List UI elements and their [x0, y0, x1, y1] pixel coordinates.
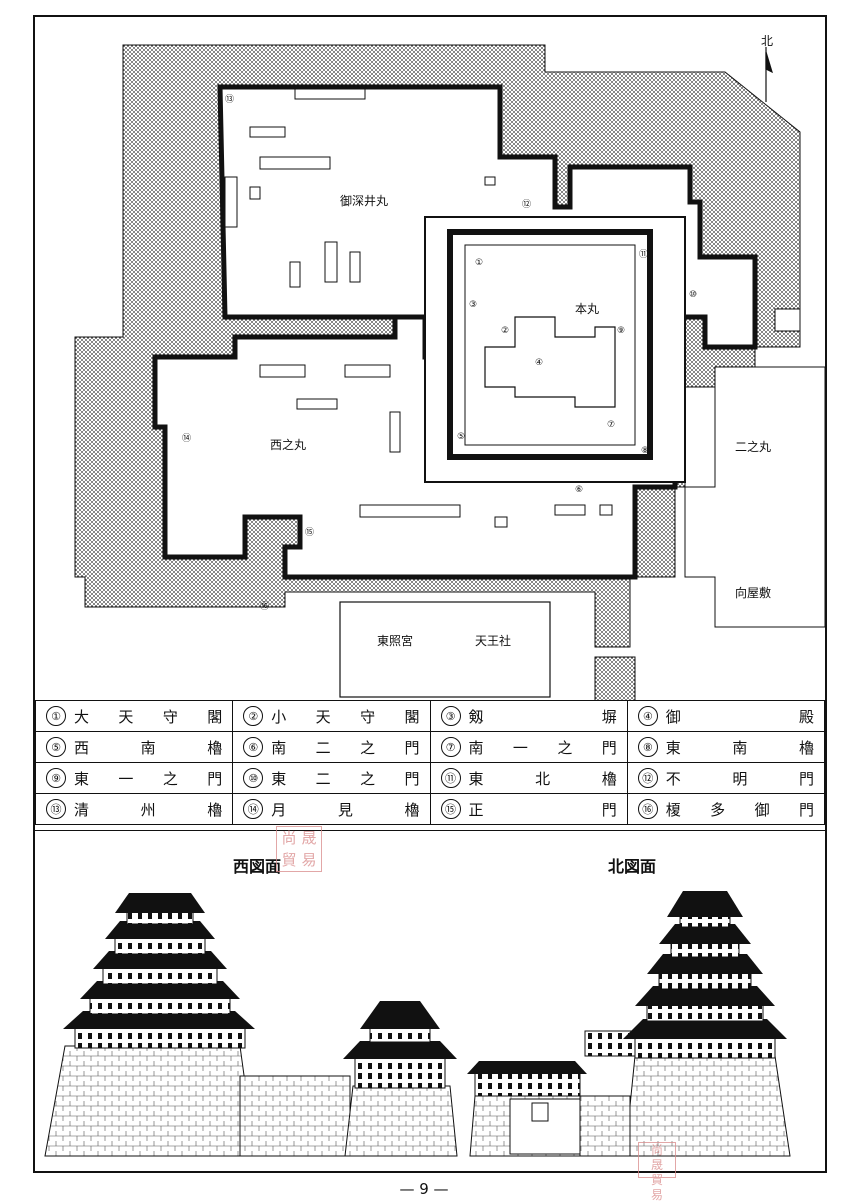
legend-number: ⑥ [243, 737, 264, 757]
legend-name: 御殿 [665, 707, 814, 726]
label-tennosha: 天王社 [475, 633, 511, 648]
legend-name: 剱塀 [468, 707, 617, 726]
label-nishinomaru: 西之丸 [270, 438, 306, 452]
legend-cell: ⑭ 月見櫓 [232, 793, 431, 825]
marker-13: ⑬ [225, 94, 234, 105]
marker-4: ④ [535, 358, 543, 368]
legend-cell: ① 大天守閣 [34, 700, 234, 732]
legend-cell: ⑩ 東二之門 [232, 762, 431, 794]
seal-stamp: 尚晟貿易 [276, 826, 322, 872]
legend-number: ① [46, 706, 66, 726]
legend-name: 小天守閣 [271, 707, 420, 726]
legend-cell: ⑫ 不明門 [626, 762, 826, 794]
marker-11: ⑪ [639, 249, 648, 260]
legend-number: ⑦ [440, 737, 461, 757]
label-ninomaru: 二之丸 [735, 440, 771, 454]
marker-12: ⑫ [522, 199, 531, 210]
north-elevation-drawing [467, 891, 791, 1157]
legend-number: ⑬ [46, 799, 66, 819]
castle-site-plan: 北 御深井丸 本丸 西之丸 二之丸 向屋敷 東照宮 天王社 ① ② ③ ④ ⑤ … [35, 17, 825, 701]
legend-name: 東二之門 [271, 769, 420, 788]
marker-6: ⑥ [575, 485, 583, 495]
legend-name: 西南櫓 [74, 738, 223, 757]
seal-stamp-small: 尚晟貿易 [638, 1142, 676, 1202]
palace-outline [484, 316, 616, 408]
label-toshogu: 東照宮 [377, 633, 413, 648]
legend-name: 正門 [468, 800, 617, 819]
legend-cell: ④ 御殿 [626, 700, 826, 732]
marker-14: ⑭ [182, 433, 191, 444]
marker-1: ① [475, 258, 483, 268]
legend-number: ⑯ [637, 799, 658, 819]
label-ofukei-maru: 御深井丸 [340, 193, 388, 208]
legend-cell: ② 小天守閣 [232, 700, 431, 732]
legend-cell: ⑨ 東一之門 [34, 762, 234, 794]
ninomaru-outline [684, 366, 825, 628]
legend-number: ⑧ [637, 737, 658, 757]
legend-name: 不明門 [665, 769, 814, 788]
label-honmaru: 本丸 [575, 302, 599, 316]
marker-7: ⑦ [607, 420, 615, 430]
legend-number: ⑤ [46, 737, 66, 757]
legend-number: ③ [440, 706, 461, 726]
legend-cell: ⑪ 東北櫓 [429, 762, 628, 794]
marker-8: ⑧ [641, 446, 649, 456]
legend-cell: ⑤ 西南櫓 [34, 731, 234, 763]
legend-name: 東南櫓 [665, 738, 814, 757]
legend-number: ⑨ [46, 768, 66, 788]
legend-cell: ⑯ 榎多御門 [626, 793, 826, 825]
west-elevation-label: 西図面 [233, 857, 282, 876]
legend-row: ① 大天守閣 ② 小天守閣 ③ 剱塀 ④ 御殿 [34, 700, 826, 732]
marker-3: ③ [469, 300, 477, 310]
legend-row: ⑬ 清州櫓 ⑭ 月見櫓 ⑮ 正門 ⑯ 榎多御門 [34, 793, 826, 825]
legend-cell: ③ 剱塀 [429, 700, 628, 732]
label-mukouyashiki: 向屋敷 [735, 585, 771, 600]
legend-number: ⑭ [243, 799, 264, 819]
legend-cell: ⑮ 正門 [429, 793, 628, 825]
marker-2: ② [501, 326, 509, 336]
elevation-drawings: 西図面 北図面 [35, 830, 825, 1172]
legend-row: ⑨ 東一之門 ⑩ 東二之門 ⑪ 東北櫓 ⑫ 不明門 [34, 762, 826, 794]
legend-number: ⑪ [440, 768, 461, 788]
page-frame [33, 15, 827, 1173]
west-elevation-drawing [44, 893, 458, 1157]
legend-number: ⑫ [637, 768, 658, 788]
legend-name: 南二之門 [271, 738, 420, 757]
marker-9: ⑨ [617, 326, 625, 336]
north-elevation-label: 北図面 [608, 857, 657, 876]
legend-name: 月見櫓 [271, 800, 420, 819]
legend-cell: ⑧ 東南櫓 [626, 731, 826, 763]
legend-cell: ⑬ 清州櫓 [34, 793, 234, 825]
marker-15: ⑮ [305, 527, 314, 538]
legend-name: 南一之門 [468, 738, 617, 757]
legend-row: ⑤ 西南櫓 ⑥ 南二之門 ⑦ 南一之門 ⑧ 東南櫓 [34, 731, 826, 763]
legend-table: ① 大天守閣 ② 小天守閣 ③ 剱塀 ④ 御殿 ⑤ 西南櫓 ⑥ 南二之門 ⑦ 南一之門 ⑧ 東南櫓 ⑨ 東一之門 ⑩… [34, 700, 826, 825]
north-label: 北 [761, 34, 773, 48]
legend-number: ⑮ [440, 799, 461, 819]
legend-name: 東一之門 [74, 769, 223, 788]
legend-number: ⑩ [243, 768, 264, 788]
north-arrow [765, 47, 773, 102]
page-number: — 9 — [399, 1180, 449, 1198]
legend-name: 榎多御門 [665, 800, 814, 819]
legend-number: ④ [637, 706, 658, 726]
legend-cell: ⑦ 南一之門 [429, 731, 628, 763]
legend-number: ② [243, 706, 264, 726]
toshogu-area [339, 601, 551, 698]
legend-cell: ⑥ 南二之門 [232, 731, 431, 763]
marker-5: ⑤ [457, 432, 465, 442]
marker-10: ⑩ [689, 290, 697, 300]
map-markers: ① ② ③ ④ ⑤ ⑥ ⑦ ⑧ ⑨ ⑩ ⑪ ⑫ ⑬ ⑭ ⑮ ⑯ [182, 94, 697, 612]
legend-name: 東北櫓 [468, 769, 617, 788]
legend-name: 清州櫓 [74, 800, 223, 819]
marker-16: ⑯ [260, 601, 269, 612]
legend-name: 大天守閣 [74, 707, 223, 726]
